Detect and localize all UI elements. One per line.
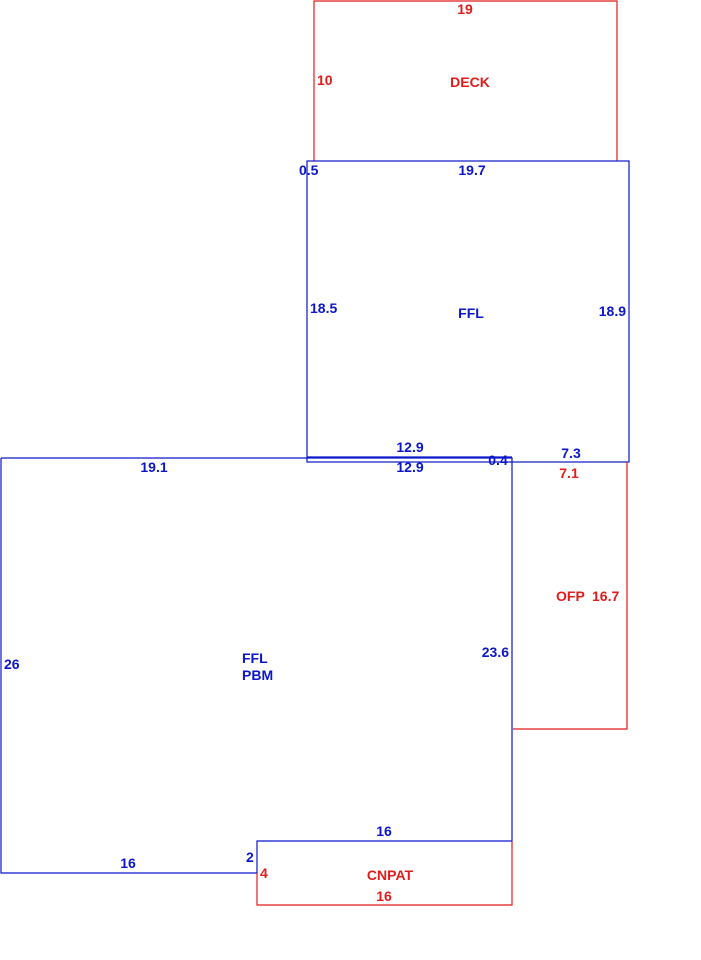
- main-jog-dimension: 0.4: [488, 452, 508, 468]
- deck-top-dimension: 19: [457, 1, 473, 17]
- deck-left-dimension: 10: [317, 72, 333, 88]
- cnpat-label: CNPAT: [367, 867, 414, 883]
- cnpat-area: 16 4 CNPAT 16: [256, 823, 513, 906]
- main-ffl-outline: [0, 457, 513, 874]
- upper-ffl-right-dimension: 18.9: [599, 303, 626, 319]
- upper-ffl-label: FFL: [458, 305, 484, 321]
- ofp-side-dimension: 16.7: [592, 588, 619, 604]
- main-ffl-area: 19.1 12.9 0.4 26 FFL PBM 23.6 16 2: [0, 452, 513, 874]
- main-top-right-dimension: 12.9: [396, 459, 423, 475]
- ofp-label: OFP: [556, 588, 585, 604]
- main-label-line1: FFL: [242, 650, 268, 666]
- main-right-dimension: 23.6: [482, 644, 509, 660]
- main-left-dimension: 26: [4, 656, 20, 672]
- cnpat-outline: [256, 841, 513, 906]
- ofp-area: 7.3 7.1 OFP 16.7: [513, 445, 628, 730]
- deck-outline: [313, 0, 618, 161]
- upper-ffl-outline: [306, 160, 630, 463]
- cnpat-bottom-dimension: 16: [376, 888, 392, 904]
- main-step-dimension: 2: [246, 849, 254, 865]
- upper-ffl-left-dimension: 18.5: [310, 300, 337, 316]
- cnpat-left-dimension: 4: [260, 865, 268, 881]
- ofp-top-red-dimension: 7.1: [559, 465, 579, 481]
- main-top-dimension: 19.1: [140, 459, 167, 475]
- upper-ffl-area: 0.5 19.7 18.5 FFL 18.9 12.9: [299, 160, 630, 463]
- deck-label: DECK: [450, 74, 490, 90]
- upper-ffl-offset-dimension: 0.5: [299, 162, 319, 178]
- main-bottom-dimension: 16: [120, 855, 136, 871]
- upper-ffl-top-dimension: 19.7: [458, 162, 485, 178]
- ofp-top-blue-dimension: 7.3: [561, 445, 581, 461]
- upper-ffl-bottom-dimension: 12.9: [396, 439, 423, 455]
- cnpat-top-dimension: 16: [376, 823, 392, 839]
- main-label-line2: PBM: [242, 667, 273, 683]
- deck-area: 19 10 DECK: [313, 0, 618, 161]
- ofp-outline: [513, 462, 628, 730]
